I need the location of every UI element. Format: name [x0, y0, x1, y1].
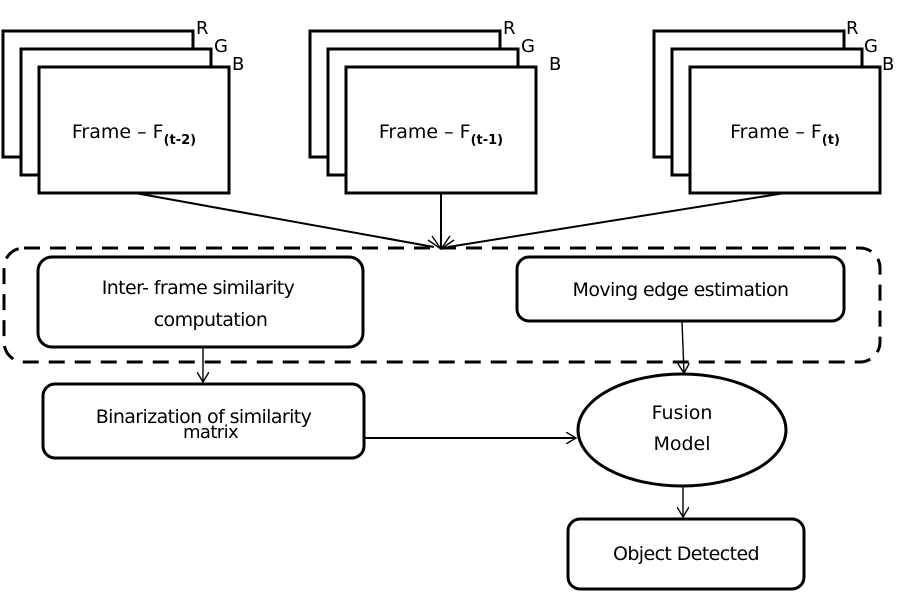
object-detected-box [566, 517, 806, 591]
processing-group-dashed [2, 246, 882, 364]
arrow-edge-to-fusion [682, 320, 684, 373]
inter-frame-label-line1: Inter- frame similarity [101, 277, 295, 299]
inter-frame-box [36, 255, 365, 349]
channel-label-b: B [882, 54, 895, 75]
frame-label-t: Frame – F(t) [730, 121, 840, 148]
fusion-model-ellipse [576, 372, 788, 488]
arrow-frame-t [447, 192, 786, 248]
frame-label-t-1: Frame – F(t-1) [378, 121, 504, 148]
frame-stack-t-2 [1, 29, 231, 195]
channel-label-b: B [232, 54, 245, 75]
channel-label-r: R [503, 18, 516, 39]
channel-plane-b [344, 65, 538, 195]
binarization-label-line1: Binarization of similarity [95, 406, 312, 428]
channel-label-r: R [196, 18, 209, 39]
channel-label-r: R [846, 18, 859, 39]
channel-label-b: B [549, 54, 562, 75]
inter-frame-label-line2: computation [153, 309, 268, 331]
binarization-box [41, 382, 366, 460]
frame-label-t-2: Frame – F(t-2) [71, 121, 197, 148]
channel-label-g: G [214, 36, 228, 57]
channel-label-g: G [864, 36, 878, 57]
object-detected-label: Object Detected [612, 543, 760, 565]
channel-plane-b [37, 65, 231, 195]
moving-edge-box [515, 255, 846, 323]
moving-edge-label: Moving edge estimation [572, 279, 789, 301]
frame-stack-t-1 [308, 29, 538, 195]
fusion-label-line2: Model [653, 433, 711, 455]
channel-label-g: G [521, 36, 535, 57]
arrow-frame-t-2 [134, 192, 435, 248]
fusion-label-line1: Fusion [651, 402, 713, 424]
binarization-label-line2: matrix [182, 422, 239, 443]
frame-stack-t [652, 29, 882, 195]
